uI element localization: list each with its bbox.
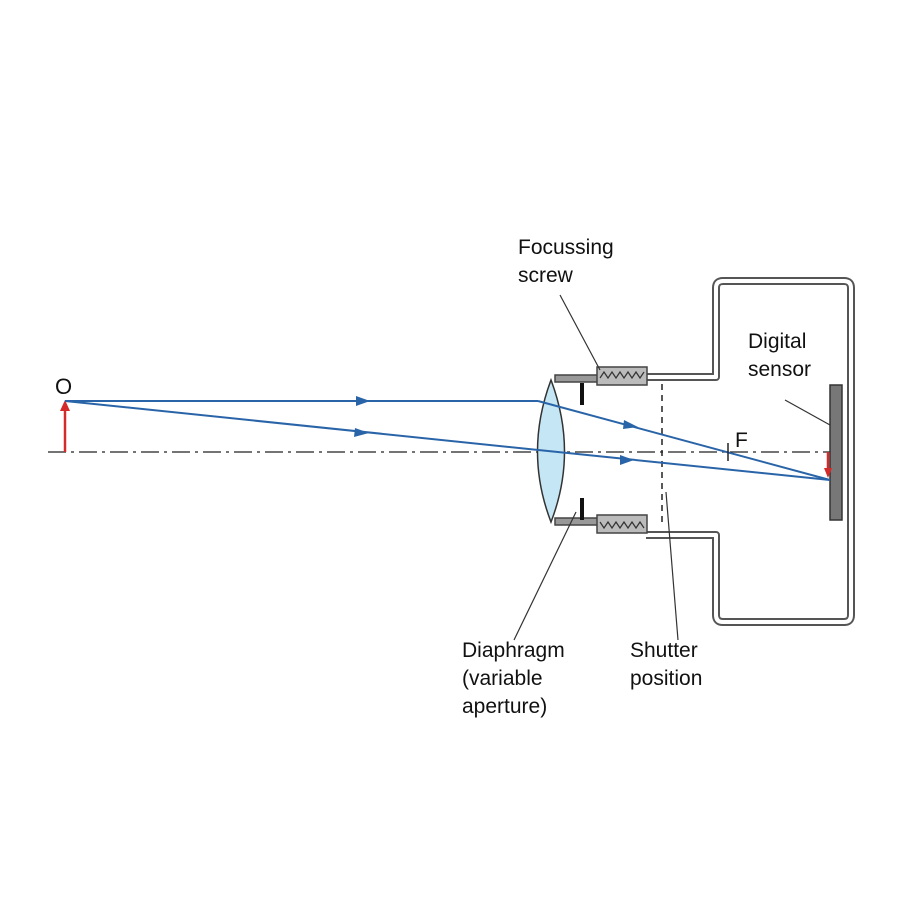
shutter-label-line-1: Shutter xyxy=(630,639,698,662)
object-arrow xyxy=(60,400,70,452)
focal-point-label: F xyxy=(735,429,748,452)
focussing-screw xyxy=(596,366,648,534)
shutter-label: Shutter position xyxy=(630,637,702,693)
digital-sensor-label: Digital sensor xyxy=(748,328,811,384)
image-arrow xyxy=(824,452,832,478)
digital-sensor xyxy=(829,384,843,521)
diaphragm-label-line-1: Diaphragm xyxy=(462,639,565,662)
focussing-screw-label-line-2: screw xyxy=(518,264,573,287)
leader-lines xyxy=(513,294,831,641)
camera-body xyxy=(646,277,855,626)
object-label: O xyxy=(55,374,73,399)
diaphragm-label: Diaphragm (variable aperture) xyxy=(462,637,565,721)
focussing-screw-label: Focussing screw xyxy=(518,234,614,290)
digital-sensor-label-line-1: Digital xyxy=(748,330,807,353)
diaphragm-label-line-3: aperture) xyxy=(462,695,548,718)
diaphragm-label-line-2: (variable xyxy=(462,667,543,690)
shutter-label-line-2: position xyxy=(630,667,703,690)
digital-sensor-label-line-2: sensor xyxy=(748,358,812,381)
ray-arrowheads xyxy=(354,396,638,465)
light-rays xyxy=(64,400,831,481)
focussing-screw-label-line-1: Focussing xyxy=(518,236,614,259)
